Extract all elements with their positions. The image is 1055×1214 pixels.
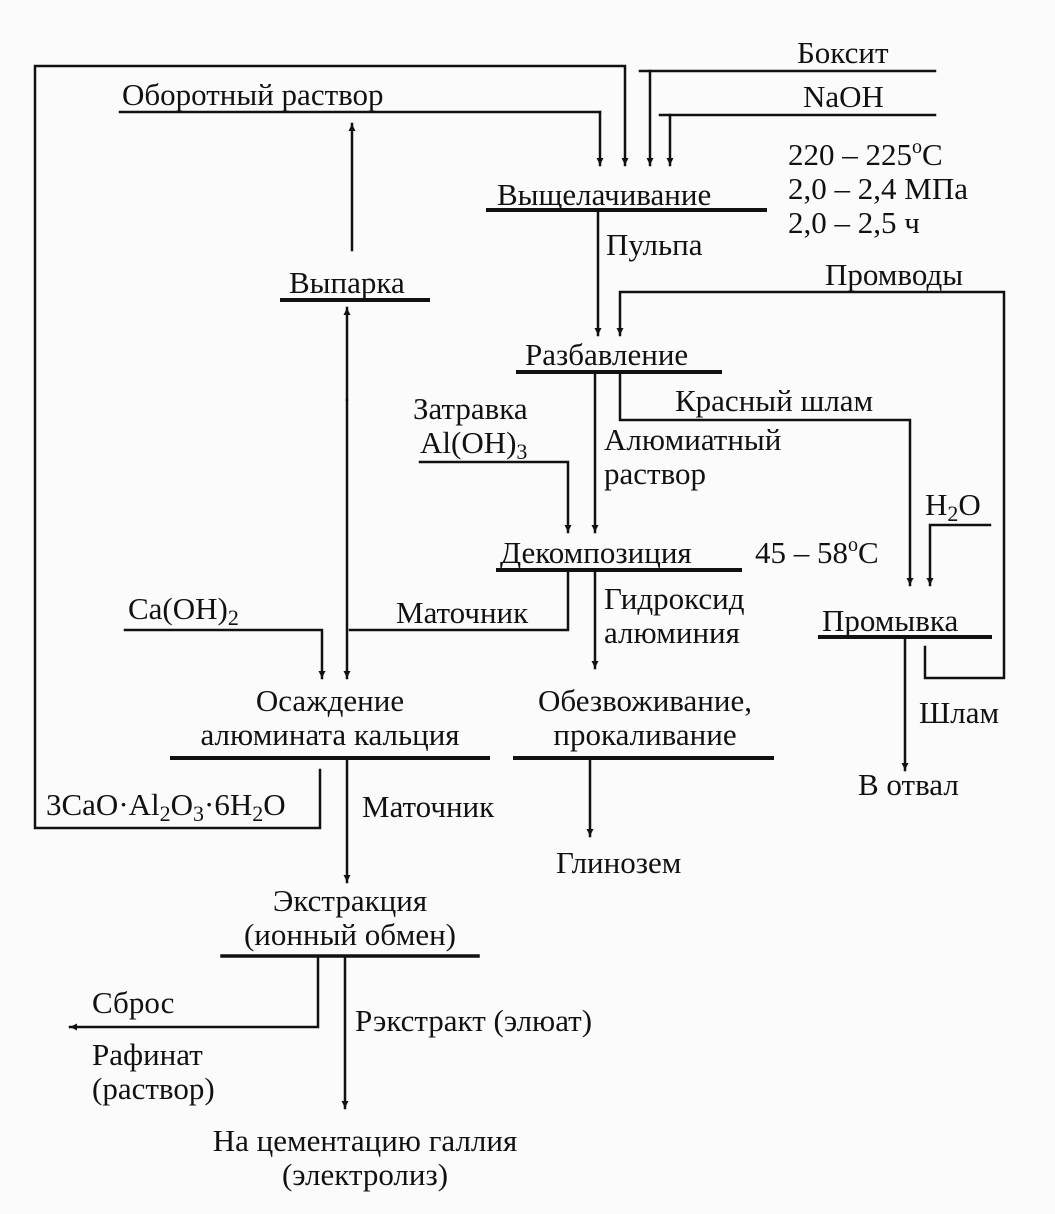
leach-temperature: 220 – 225oC bbox=[788, 136, 943, 172]
sludge-label: Шлам bbox=[919, 695, 1000, 730]
raffinate-label: Рафинат(раствор) bbox=[92, 1037, 215, 1106]
seed-formula: Al(OH)3 bbox=[420, 425, 528, 464]
recycle-loop-line bbox=[33, 64, 629, 830]
discharge-label: Сброс bbox=[92, 985, 175, 1020]
stage-evaporation: Выпарка bbox=[289, 265, 405, 300]
stage-leaching: Выщелачивание bbox=[497, 177, 712, 212]
stage-calcination: Обезвоживание,прокаливание bbox=[538, 683, 752, 752]
stage-dilution: Разбавление bbox=[525, 337, 689, 372]
decomp-temperature: 45 – 58oC bbox=[755, 534, 879, 570]
seed-arrow bbox=[418, 460, 572, 534]
calcium-aluminate-label: 3CaO·Al2O3·6H2O bbox=[46, 787, 286, 826]
pulp-label: Пульпа bbox=[606, 227, 703, 262]
to-dump-label: В отвал bbox=[858, 767, 959, 802]
discharge-arrow bbox=[68, 956, 320, 1031]
mother-liquor-2-label: Маточник bbox=[362, 789, 495, 824]
leach-pressure: 2,0 – 2,4 МПа bbox=[788, 171, 968, 206]
lime-label: Ca(OH)2 bbox=[128, 591, 239, 630]
red-mud-label: Красный шлам bbox=[675, 383, 874, 418]
re-extract-label: Рэкстракт (элюат) bbox=[355, 1003, 593, 1038]
bauxite-label: Боксит bbox=[797, 35, 889, 70]
stage-extraction: Экстракция(ионный обмен) bbox=[243, 883, 457, 952]
mother-liquor-label: Маточник bbox=[396, 595, 529, 630]
stage-washing: Промывка bbox=[822, 603, 959, 638]
wash-water-label: Промводы bbox=[825, 257, 964, 292]
stage-decomposition: Декомпозиция bbox=[500, 535, 692, 570]
alumina-label: Глинозем bbox=[556, 845, 682, 880]
gallium-output-label: На цементацию галлия(электролиз) bbox=[212, 1123, 518, 1192]
naoh-label: NaOH bbox=[803, 79, 884, 114]
water-arrow bbox=[926, 523, 992, 587]
leach-time: 2,0 – 2,5 ч bbox=[788, 205, 920, 240]
seed-label: Затравка bbox=[413, 391, 528, 426]
red-mud-line bbox=[618, 372, 914, 587]
recycle-solution-label: Оборотный раствор bbox=[122, 77, 384, 112]
mother-liquor-line bbox=[348, 570, 570, 632]
water-label: H2O bbox=[925, 487, 981, 526]
wash-water-loop bbox=[616, 290, 1006, 680]
lime-arrow bbox=[123, 628, 326, 680]
